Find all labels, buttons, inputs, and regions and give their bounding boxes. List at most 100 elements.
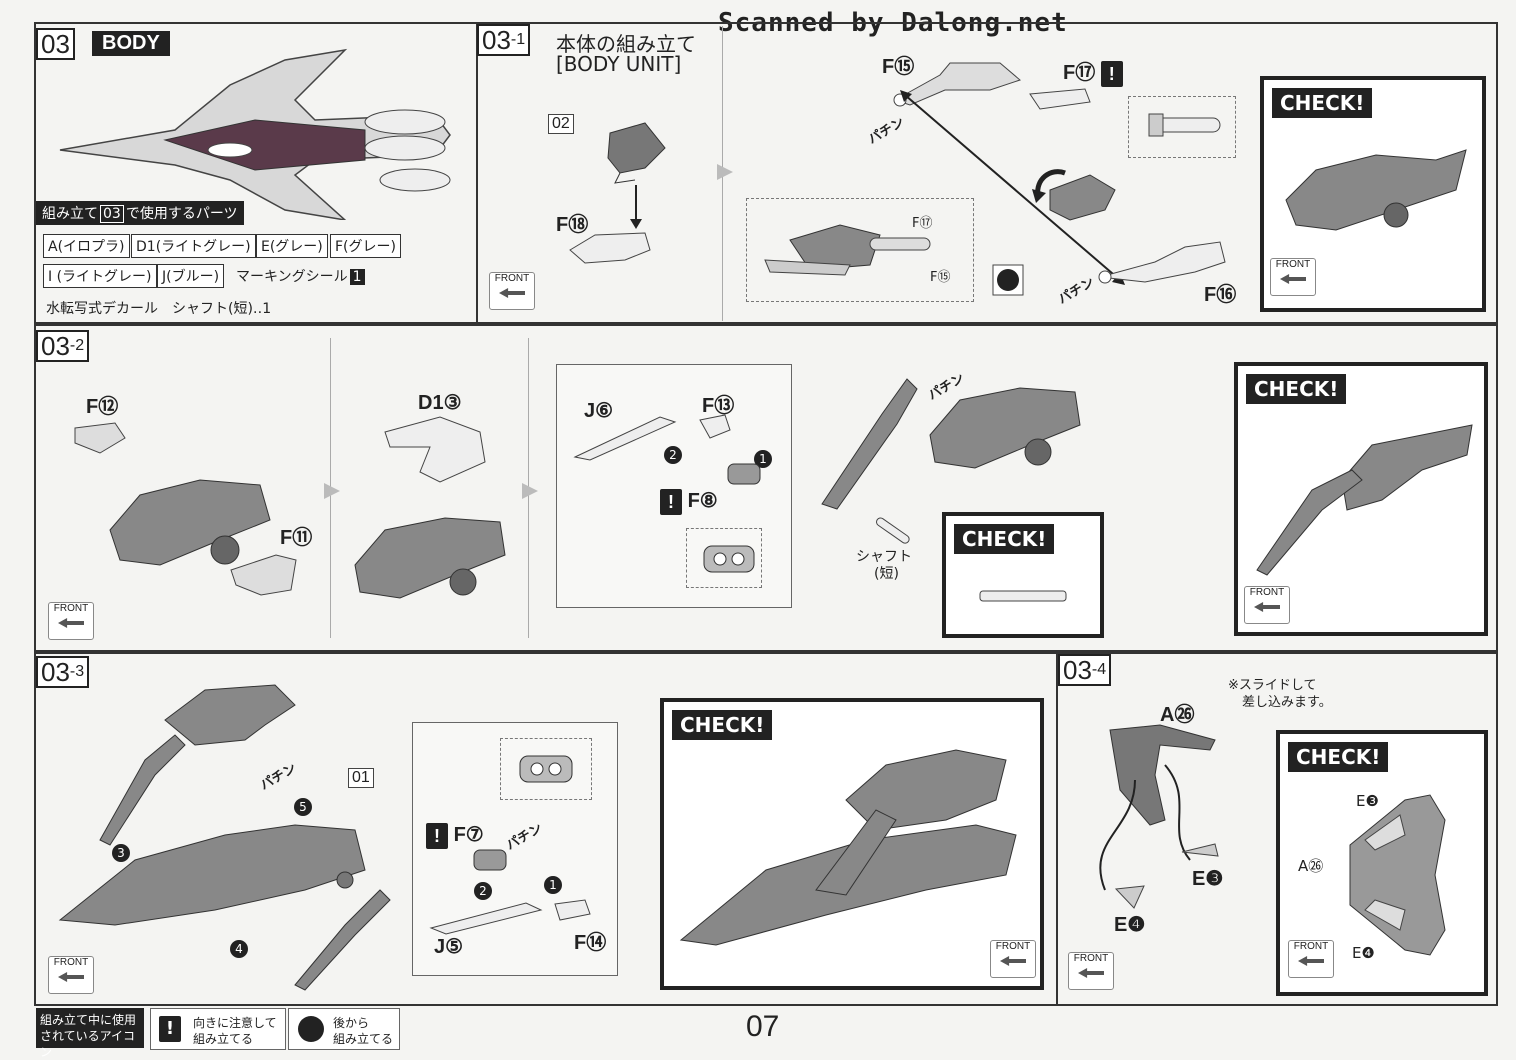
label-f16: F⑯ (1204, 284, 1237, 306)
step-number-03: 03 (36, 28, 75, 60)
rotation-arrow-icon (1032, 169, 1066, 203)
check-a26-illustration (1349, 794, 1446, 956)
detail-box-assembly (746, 198, 974, 302)
legend-icon1-line1: 向きに注意して (193, 1016, 277, 1030)
label-j6: J⑥ (584, 400, 614, 422)
part-f18-illustration (569, 232, 651, 264)
order-mark-text: 4 (230, 939, 248, 958)
front-indicator: FRONT (48, 956, 94, 994)
label-f7: ! F⑦ (426, 822, 484, 849)
label-f8: ! F⑧ (660, 488, 718, 515)
shaft-label-1: シャフト (856, 549, 912, 565)
part-tag-01: 01 (348, 768, 374, 788)
step-03-4-number: 03-4 (1058, 654, 1112, 686)
legend-item-build-later: 後から 組み立てる (288, 1008, 400, 1050)
step-03-2-number: 03-2 (36, 330, 90, 362)
parts-chip-i: I (ライトグレー) (43, 264, 157, 288)
page-number: 07 (746, 1010, 780, 1043)
subassembly-illustration (1049, 174, 1116, 221)
front-label: FRONT (995, 941, 1031, 952)
label-f17-small: F⑰ (912, 216, 933, 231)
front-indicator: FRONT (1244, 586, 1290, 624)
front-indicator: FRONT (1288, 940, 1334, 978)
parts-chip-d1: D1(ライトグレー) (131, 234, 256, 258)
check-label: CHECK! (954, 524, 1055, 554)
check-body-illustration-2 (1256, 424, 1473, 576)
front-label: FRONT (53, 957, 89, 968)
front-indicator: FRONT (990, 940, 1036, 978)
front-indicator: FRONT (489, 272, 535, 310)
label-j5: J⑤ (434, 936, 464, 958)
slide-note-2: 差し込みます。 (1242, 695, 1332, 710)
step-03-4-panel (1056, 652, 1498, 1006)
check-panel-03-2a: CHECK! (942, 512, 1104, 638)
step-sub-number: -3 (69, 663, 85, 680)
body-assembly-illustration-2 (354, 517, 506, 599)
part-j6-illustration (573, 416, 677, 461)
check-body-illustration (1285, 149, 1467, 231)
wing-blade-illustration-2 (294, 889, 391, 991)
label-f12: F⑫ (86, 396, 119, 418)
part-e3-illustration (1181, 843, 1219, 857)
parts-header-step: 03 (100, 205, 124, 223)
label-e3: E❸ (1192, 868, 1224, 890)
parts-chip-a: A(イロプラ) (43, 234, 130, 258)
part-f8-detail-illustration (703, 545, 755, 573)
label-d13: D1③ (418, 392, 462, 414)
front-label: FRONT (1249, 587, 1285, 598)
order-mark-text: 2 (664, 445, 682, 464)
front-indicator: FRONT (1068, 952, 1114, 990)
label-f18: F⑱ (556, 214, 589, 236)
order-mark-5: 5 (294, 796, 312, 816)
order-mark-text: 1 (544, 875, 562, 894)
parts-header-prefix: 組み立て (42, 206, 98, 222)
caution-icon: ! (159, 1016, 181, 1042)
order-mark-4: 4 (230, 938, 248, 958)
label-a26: A㉖ (1160, 704, 1195, 726)
order-mark-text: 1 (754, 449, 772, 468)
label-f8-text: F⑧ (687, 490, 718, 512)
shaft-label-2: (短) (874, 566, 899, 582)
detail-box-shaft (1128, 96, 1236, 158)
order-mark-3: 3 (112, 842, 130, 862)
legend-icon1-line2: 組み立てる (193, 1032, 254, 1046)
part-d13-illustration (384, 416, 486, 483)
check-label: CHECK! (1246, 374, 1347, 404)
step-03-1-title-en: [BODY UNIT] (556, 52, 682, 76)
insert-arrows (1099, 764, 1191, 891)
part-f11-illustration (230, 554, 297, 596)
marking-seal-number: 1 (349, 269, 365, 285)
part-f13-illustration (699, 414, 731, 439)
upper-body-illustration (99, 684, 296, 846)
step-03-3-number: 03-3 (36, 656, 90, 688)
body-assembly-illustration-3 (929, 387, 1081, 469)
parts-extra: 水転写式デカール シャフト(短)‥1 (46, 301, 272, 317)
step-sub-number: -4 (1091, 661, 1107, 678)
parts-header-suffix: で使用するパーツ (125, 206, 238, 222)
parts-chip-j: J(ブルー) (157, 264, 225, 288)
step-03-1-title-jp: 本体の組み立て (556, 32, 696, 56)
detail-box-f8 (686, 528, 762, 588)
build-later-icon (298, 1016, 324, 1042)
label-f15-small: F⑮ (930, 270, 951, 285)
check-label-a26: A㉖ (1298, 857, 1324, 875)
marking-seal-label: マーキングシール (236, 269, 348, 285)
step-main-number: 03 (1063, 655, 1092, 685)
part-f7-illustration (473, 849, 507, 871)
step-main-number: 03 (41, 657, 70, 687)
part-tag-02: 02 (548, 114, 574, 134)
front-indicator: FRONT (48, 602, 94, 640)
caution-icon: ! (1100, 60, 1123, 87)
label-f11: F⑪ (280, 527, 313, 549)
order-mark-2: 2 (664, 444, 682, 464)
fuselage-illustration (58, 824, 366, 926)
label-f17-text: F⑰ (1063, 62, 1096, 84)
build-later-icon (992, 264, 1024, 296)
parts-chip-e: E(グレー) (256, 234, 328, 258)
part-02-illustration (607, 122, 666, 184)
part-f7-detail-illustration (519, 755, 573, 783)
legend-title-2: されているアイコン (40, 1029, 136, 1059)
step-arrow-icon (717, 164, 733, 180)
step-sub-number: -2 (69, 337, 85, 354)
